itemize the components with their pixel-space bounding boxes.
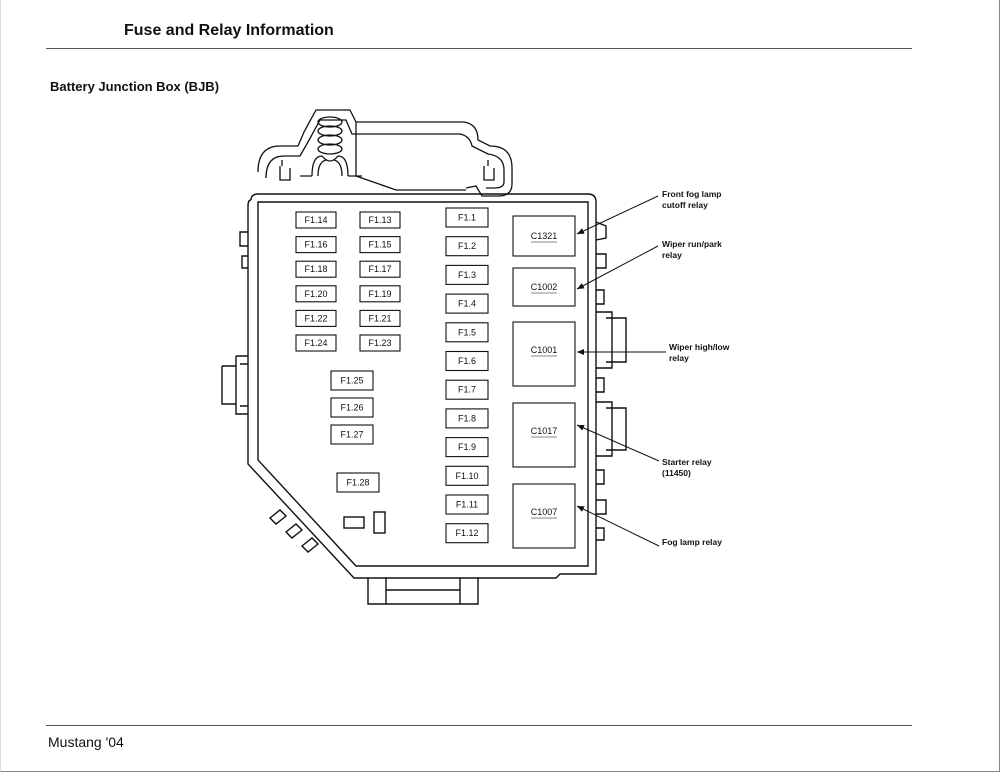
fuse-label: F1.16: [304, 240, 327, 250]
footer-model: Mustang '04: [48, 734, 124, 750]
fuse-label: F1.21: [368, 313, 391, 323]
fuse-f1-1: F1.1: [445, 207, 489, 228]
fuse-f1-3: F1.3: [445, 264, 489, 285]
fuse-f1-26: F1.26: [330, 397, 374, 418]
fuse-f1-2: F1.2: [445, 236, 489, 257]
fuse-label: F1.13: [368, 215, 391, 225]
callout-label-line: Wiper high/low: [669, 342, 730, 352]
callout-label-line: relay: [669, 353, 689, 363]
callout-label-line: relay: [662, 250, 682, 260]
relay-c1001: C1001: [512, 321, 576, 387]
footer-rule: [46, 725, 912, 726]
relay-c1002: C1002: [512, 267, 576, 307]
fuse-label: F1.22: [304, 313, 327, 323]
fuse-f1-18: F1.18: [295, 260, 337, 278]
fuse-label: F1.5: [458, 327, 476, 337]
top-latch: [257, 109, 513, 197]
fuse-label: F1.9: [458, 442, 476, 452]
fuse-f1-28: F1.28: [336, 472, 380, 493]
relay-id-label: C1001: [531, 345, 558, 355]
fuse-f1-10: F1.10: [445, 465, 489, 486]
fuse-column: F1.1F1.2F1.3F1.4F1.5F1.6F1.7F1.8F1.9F1.1…: [445, 207, 489, 544]
fuse-label: F1.12: [455, 528, 478, 538]
fuse-f1-12: F1.12: [445, 523, 489, 544]
fuse-f1-19: F1.19: [359, 285, 401, 303]
page-title: Fuse and Relay Information: [124, 22, 334, 39]
fuse-label: F1.27: [340, 430, 363, 440]
fuse-label: F1.18: [304, 264, 327, 274]
fuse-label: F1.7: [458, 385, 476, 395]
fuse-label: F1.17: [368, 264, 391, 274]
callout-label-line: Starter relay: [662, 457, 712, 467]
fuse-label: F1.1: [458, 213, 476, 223]
relay-c1017: C1017: [512, 402, 576, 468]
relay-id-label: C1321: [531, 231, 558, 241]
fuse-f1-7: F1.7: [445, 379, 489, 400]
fuse-label: F1.15: [368, 240, 391, 250]
fuse-label: F1.11: [456, 500, 478, 510]
relay-id-label: C1002: [531, 282, 558, 292]
fuse-f1-6: F1.6: [445, 350, 489, 372]
fuse-f1-16: F1.16: [295, 236, 337, 254]
fuse-label: F1.4: [458, 299, 476, 309]
fuse-f1-27: F1.27: [330, 424, 374, 445]
fuse-label: F1.10: [455, 471, 478, 481]
relay-id-label: C1007: [531, 507, 558, 517]
fuse-f1-15: F1.15: [359, 236, 401, 254]
relay-c1321: C1321: [512, 215, 576, 257]
fuse-f1-8: F1.8: [445, 408, 489, 429]
fuse-f1-14: F1.14: [295, 211, 337, 229]
fuse-f1-9: F1.9: [445, 437, 489, 458]
fuse-f1-21: F1.21: [359, 309, 401, 327]
fuse-label: F1.24: [304, 338, 327, 348]
fuse-f1-25: F1.25: [330, 370, 374, 391]
fuse-f1-11: F1.11: [445, 494, 489, 515]
fuse-f1-5: F1.5: [445, 322, 489, 343]
fuse-f1-13: F1.13: [359, 211, 401, 229]
fuse-label: F1.6: [458, 356, 476, 366]
callout-label-line: Wiper run/park: [662, 239, 722, 249]
fuse-f1-20: F1.20: [295, 285, 337, 303]
relay-c1007: C1007: [512, 483, 576, 549]
section-title: Battery Junction Box (BJB): [50, 79, 220, 94]
fuse-label: F1.25: [340, 376, 363, 386]
fuse-label: F1.8: [458, 413, 476, 423]
callout-label-line: (11450): [662, 468, 691, 478]
relay-id-label: C1017: [531, 426, 558, 436]
callout-c1007: Fog lamp relay: [576, 505, 722, 547]
fuse-f1-4: F1.4: [445, 293, 489, 314]
fuse-f1-22: F1.22: [295, 309, 337, 327]
fuse-label: F1.14: [304, 215, 327, 225]
fuse-label: F1.2: [458, 241, 476, 251]
fuse-label: F1.3: [458, 270, 476, 280]
callout-label-line: Fog lamp relay: [662, 537, 722, 547]
header-rule: [46, 48, 912, 49]
fuse-label: F1.26: [340, 403, 363, 413]
fuse-f1-24: F1.24: [295, 334, 337, 352]
fuse-label: F1.20: [304, 289, 327, 299]
callout-label-line: Front fog lamp: [662, 189, 722, 199]
fuse-label: F1.28: [346, 478, 369, 488]
fuse-f1-17: F1.17: [359, 260, 401, 278]
fuse-f1-23: F1.23: [359, 334, 401, 352]
fuse-label: F1.19: [368, 289, 391, 299]
callout-c1017: Starter relay(11450): [576, 424, 712, 478]
junction-box-body: [221, 193, 627, 605]
fuse-label: F1.23: [368, 338, 391, 348]
callout-label-line: cutoff relay: [662, 200, 708, 210]
